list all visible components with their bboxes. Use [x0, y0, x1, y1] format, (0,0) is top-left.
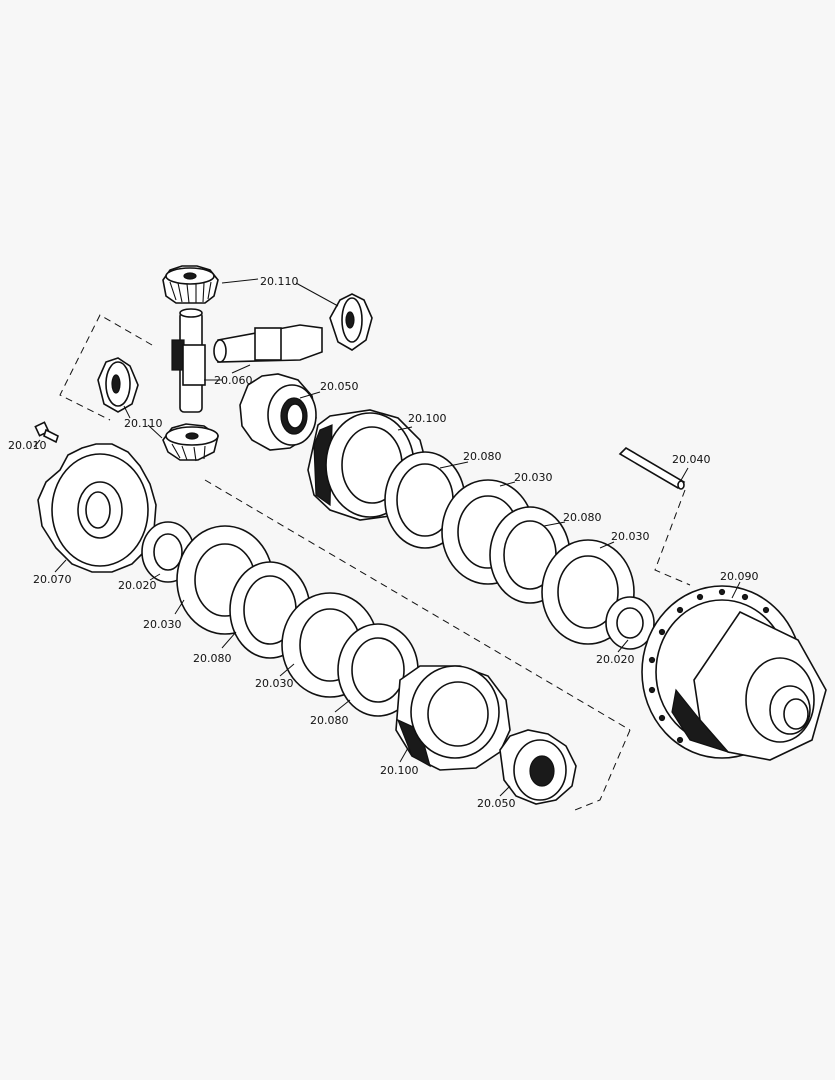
bolt[interactable]: [34, 421, 59, 444]
label-20-100-bottom: 20.100: [380, 764, 419, 777]
dashed-guide-lines: [59, 314, 691, 811]
label-20-010: 20.010: [8, 439, 47, 452]
label-20-050-bottom: 20.050: [477, 797, 516, 810]
bevel-pinion-top[interactable]: [162, 265, 219, 304]
label-20-040: 20.040: [672, 453, 711, 466]
label-20-100-top: 20.100: [408, 412, 447, 425]
label-20-030-b: 20.030: [611, 530, 650, 543]
clutch-plate-080-c[interactable]: [229, 561, 311, 659]
housing-bolt-holes: [648, 588, 770, 744]
thrust-washer-right[interactable]: [605, 596, 655, 650]
label-20-090: 20.090: [720, 570, 759, 583]
label-20-030-c: 20.030: [143, 618, 182, 631]
label-20-080-a: 20.080: [463, 450, 502, 463]
part-labels: 20.110 20.060 20.050 20.110 20.010 20.10…: [8, 275, 759, 810]
spider-cross-shaft[interactable]: [171, 308, 323, 413]
label-20-020-left: 20.020: [118, 579, 157, 592]
label-20-030-a: 20.030: [514, 471, 553, 484]
clutch-plate-080-d[interactable]: [337, 623, 419, 717]
bevel-pinion-right[interactable]: [329, 293, 373, 351]
label-20-070: 20.070: [33, 573, 72, 586]
side-gear-bottom[interactable]: [499, 729, 577, 805]
label-20-080-b: 20.080: [563, 511, 602, 524]
label-20-080-c: 20.080: [193, 652, 232, 665]
side-gear-top[interactable]: [239, 373, 317, 451]
label-20-030-d: 20.030: [255, 677, 294, 690]
leader-lines: [33, 278, 741, 797]
clutch-hub-bottom[interactable]: [395, 665, 511, 771]
label-20-110-top: 20.110: [260, 275, 299, 288]
label-20-050-top: 20.050: [320, 380, 359, 393]
drive-sprocket[interactable]: [37, 443, 157, 573]
label-20-020-right: 20.020: [596, 653, 635, 666]
bevel-pinion-left[interactable]: [97, 357, 139, 413]
label-20-060: 20.060: [214, 374, 253, 387]
label-20-080-d: 20.080: [310, 714, 349, 727]
bevel-pinion-lower[interactable]: [162, 423, 219, 462]
differential-housing[interactable]: [641, 585, 827, 761]
label-20-110-left: 20.110: [124, 417, 163, 430]
